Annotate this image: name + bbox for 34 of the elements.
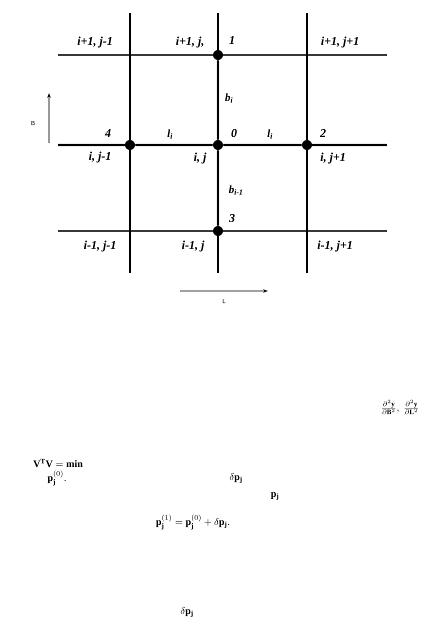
formula: $\mathbf{p}_{\mathbf{j}}$ — [270, 492, 278, 500]
formula: $\delta\mathbf{p}_{\mathbf{j}}$ — [180, 606, 193, 617]
index-label: i+1, j, — [176, 36, 204, 48]
index-label: i, j — [194, 152, 206, 164]
point-number: 4 — [104, 129, 111, 137]
grid-line — [216, 150, 220, 226]
grid-point — [213, 50, 223, 60]
point-number: 1 — [229, 36, 234, 44]
grid-line — [216, 60, 220, 140]
edge-label: l$_{i}$ — [167, 129, 172, 139]
index-label: i-1, j-1 — [84, 240, 116, 252]
point-number: 0 — [231, 128, 237, 138]
point-number: 2 — [320, 129, 326, 137]
point-number: 3 — [228, 214, 235, 222]
grid-point — [213, 226, 223, 236]
formula: $\mathbf{V}^{\mathbf{T}}\mathbf{V}=\mathbf{min}$ — [33, 458, 83, 468]
index-label: i-1, j — [182, 240, 204, 252]
edge-label: b$_{i-1}$ — [228, 185, 242, 195]
grid-line — [135, 144, 213, 146]
grid-point — [213, 140, 223, 150]
index-label: i, j-1 — [88, 152, 110, 162]
grid-line — [223, 144, 302, 146]
index-label: i, j+1 — [320, 152, 345, 164]
formula: $\mathbf{p}_{\mathbf{j}}^{(0)}.$ — [48, 470, 66, 486]
index-label: i+1, j+1 — [321, 36, 358, 48]
grid-point — [125, 140, 135, 150]
formula: $\mathbf{p}_{\mathbf{j}}^{(1)}=\mathbf{p}_{\mathbf{j}}^{(0)}+\delta\mathbf{p}_{\mathbf{j}}.$ — [156, 514, 230, 530]
index-label: i+1, j-1 — [78, 36, 112, 48]
index-label: i-1, j+1 — [318, 240, 352, 252]
formula: $\frac{\partial^2\mathbf{y}}{\partial\mathbf{B}^2},\ \frac{\partial^2\mathbf{y}}{\partial\mathbf{L}^2}$ — [382, 400, 418, 414]
formula: $\delta\mathbf{p}_{\mathbf{j}}$ — [230, 472, 242, 483]
edge-label: b$_{i}$ — [225, 93, 233, 103]
edge-label: l$_{i}$ — [267, 129, 272, 139]
grid-point — [302, 140, 312, 150]
